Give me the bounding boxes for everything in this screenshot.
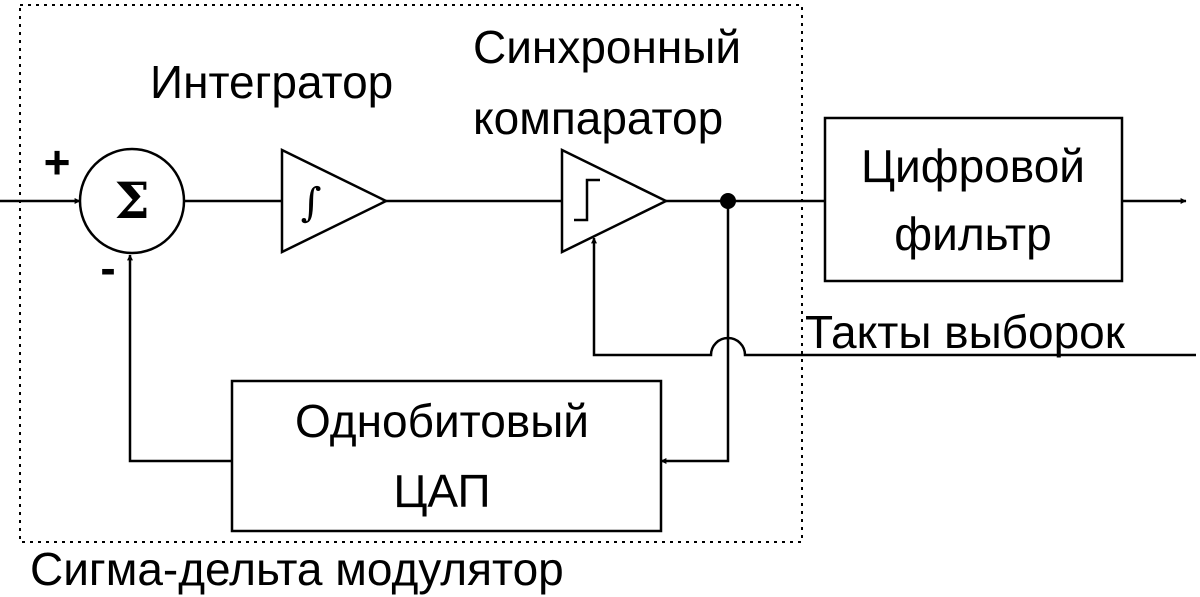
- minus-sign: -: [100, 242, 115, 294]
- integral-symbol: ∫: [301, 180, 322, 226]
- integrator-label: Интегратор: [150, 56, 393, 108]
- comparator-block: [560, 147, 669, 255]
- clock-label: Такты выборок: [805, 306, 1126, 358]
- modulator-label: Сигма-дельта модулятор: [30, 543, 564, 595]
- modulator-boundary: [19, 4, 803, 543]
- dac-label-line2: ЦАП: [393, 465, 490, 517]
- comparator-label-line1: Синхронный: [473, 21, 741, 73]
- plus-sign: +: [44, 136, 71, 188]
- comparator-label-line2: компаратор: [473, 92, 723, 144]
- integrator-block: [280, 147, 389, 255]
- sigma-symbol: Σ: [114, 171, 149, 230]
- dac-to-sum-line: [127, 254, 232, 463]
- filter-label-line1: Цифровой: [861, 140, 1085, 192]
- dac-block: [230, 379, 663, 533]
- step-symbol: [574, 178, 600, 222]
- dac-label-line1: Однобитовый: [295, 395, 589, 447]
- digital-filter-block: [823, 116, 1124, 283]
- clock-line: [591, 237, 1196, 357]
- filter-label-line2: фильтр: [894, 208, 1051, 260]
- junction-to-dac-line: [660, 201, 730, 464]
